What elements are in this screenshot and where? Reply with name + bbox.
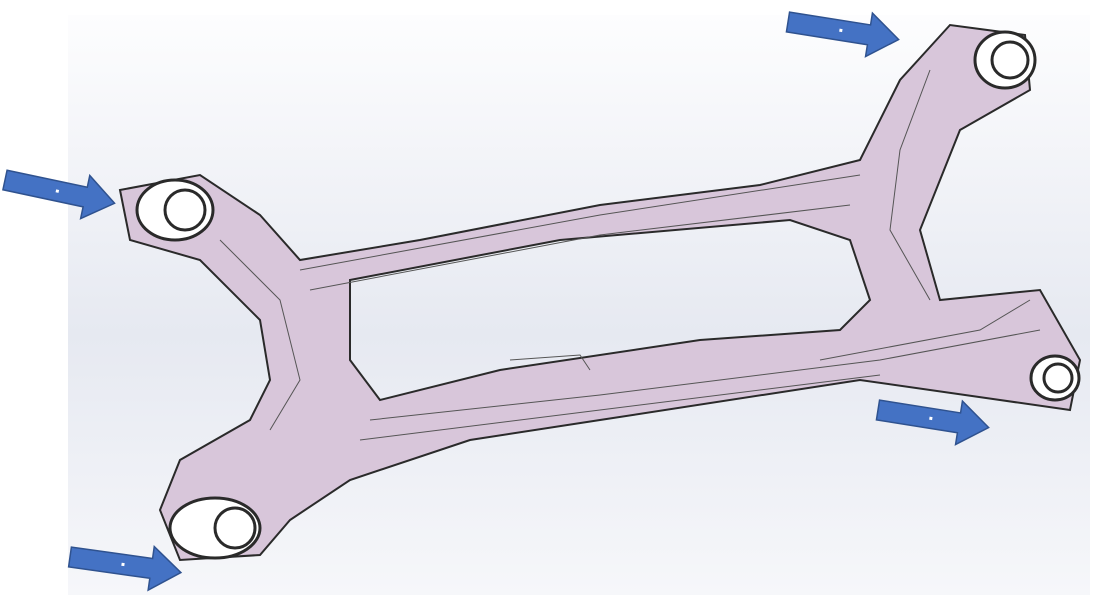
subframe-body (118, 23, 1082, 562)
callout-arrows (2, 11, 990, 592)
arrow-right-icon (67, 545, 183, 592)
arrow-right-icon (2, 169, 116, 220)
bushings (135, 30, 1081, 560)
surface-lines (219, 69, 1041, 441)
arrow-right-icon (785, 11, 900, 58)
arrow-right-icon (875, 399, 990, 446)
rear-subframe (118, 23, 1082, 562)
